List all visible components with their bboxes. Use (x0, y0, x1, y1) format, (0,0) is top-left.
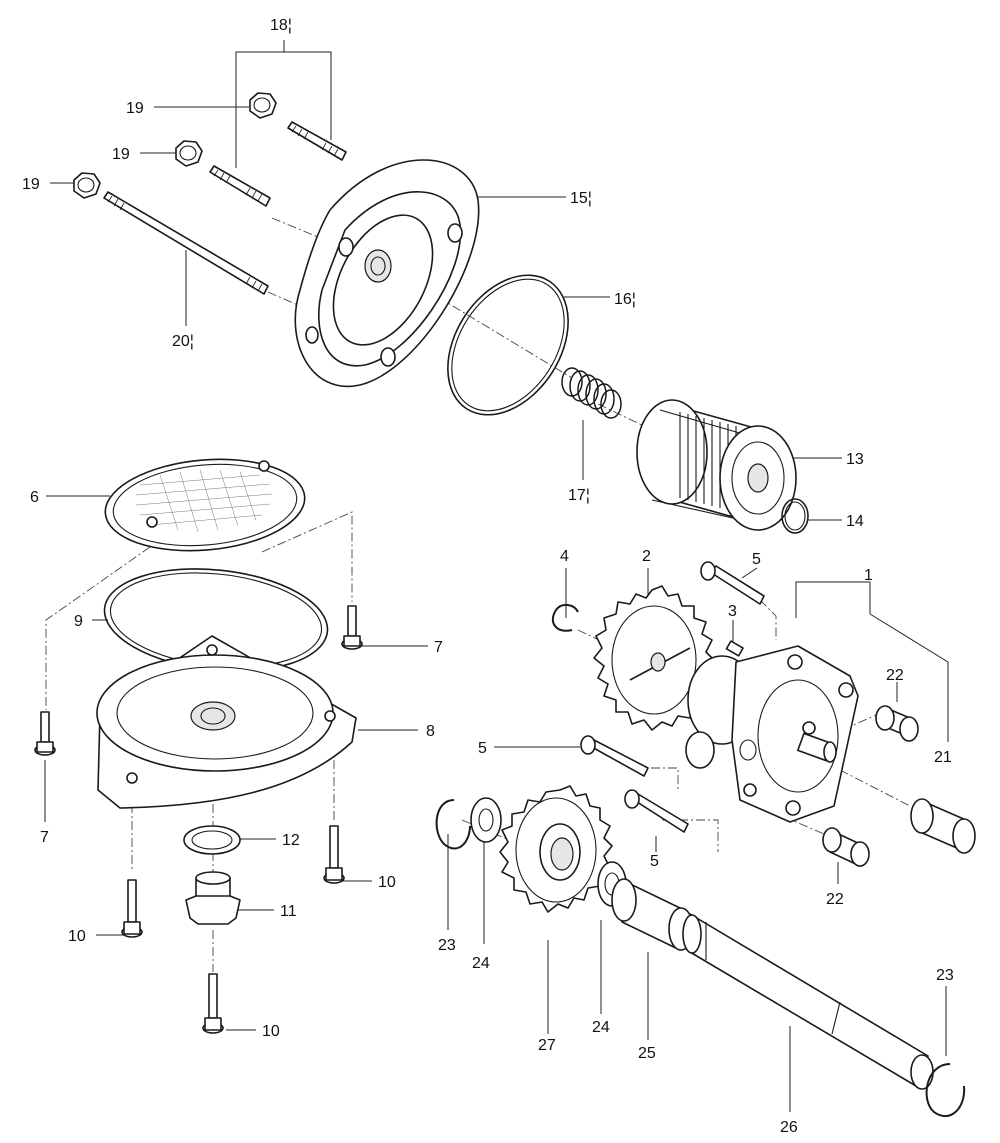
pump-body-1 (685, 645, 859, 823)
callout-labels: 18¦ 19 19 19 20¦ 15¦ 16¦ 17¦ 13 14 6 9 7… (22, 17, 954, 1136)
bushing-22-lower (822, 827, 870, 867)
callout-19-left: 19 (22, 176, 40, 193)
collar-25 (611, 878, 694, 951)
o-ring-14 (781, 498, 809, 534)
callout-25: 25 (638, 1045, 656, 1062)
callout-27: 27 (538, 1037, 556, 1054)
callout-15: 15¦ (570, 190, 592, 207)
screw-5-top (700, 561, 765, 605)
nut-19-top (249, 92, 277, 119)
drain-plug-11 (185, 871, 241, 925)
nut-19-left (73, 172, 101, 199)
callout-22-upper: 22 (886, 667, 904, 684)
nut-19-middle (175, 140, 203, 167)
sleeve-21 (910, 798, 976, 854)
stud-18-upper (287, 121, 347, 161)
callout-26: 26 (780, 1119, 798, 1136)
callout-7-right: 7 (434, 639, 443, 656)
callout-10-bottom: 10 (262, 1023, 280, 1040)
callout-5-top: 5 (752, 551, 761, 568)
callout-12: 12 (282, 832, 300, 849)
gear-27 (499, 785, 613, 913)
callout-5-middle-left: 5 (478, 740, 487, 757)
circlip-23-right (925, 1063, 966, 1118)
circlip-4 (551, 604, 579, 632)
circlip-23-left (435, 799, 471, 850)
callout-20: 20¦ (172, 333, 194, 350)
shaft-26 (682, 913, 934, 1090)
bolt-7-left (34, 711, 56, 756)
spring-17 (561, 367, 622, 419)
callout-6: 6 (30, 489, 39, 506)
callout-3: 3 (728, 603, 737, 620)
callout-17: 17¦ (568, 487, 590, 504)
gear-2 (593, 585, 715, 731)
callout-8: 8 (426, 723, 435, 740)
callout-2: 2 (642, 548, 651, 565)
bolt-7-right (341, 605, 363, 650)
callout-11: 11 (280, 903, 297, 920)
bushing-22-upper (875, 705, 919, 742)
strainer-screen-6 (104, 458, 306, 552)
bolt-10-left (121, 879, 143, 938)
callout-16: 16¦ (614, 291, 636, 308)
screw-5-middle-right (624, 789, 689, 833)
callout-18: 18¦ (270, 17, 292, 34)
oil-filter-13 (636, 399, 797, 531)
stud-18-lower (209, 165, 271, 207)
bolt-10-bottom (202, 973, 224, 1034)
cover-15 (294, 159, 480, 388)
callout-19-middle: 19 (112, 146, 130, 163)
callout-7-left: 7 (40, 829, 49, 846)
callout-10-left: 10 (68, 928, 86, 945)
callout-21: 21 (934, 749, 952, 766)
washer-12 (183, 825, 241, 855)
screw-5-middle-left (580, 735, 649, 777)
washer-24-left (470, 797, 502, 843)
bolt-10-right (323, 825, 345, 884)
o-ring-16 (447, 274, 569, 416)
callout-9: 9 (74, 613, 83, 630)
callout-23-left: 23 (438, 937, 456, 954)
stud-20 (103, 191, 269, 295)
callout-13: 13 (846, 451, 864, 468)
dowel-pin-3 (725, 640, 744, 657)
leader-lines (44, 40, 949, 1112)
callout-5-middle-right: 5 (650, 853, 659, 870)
cover-plate-8 (96, 635, 357, 809)
callout-24-left: 24 (472, 955, 490, 972)
callout-4: 4 (560, 548, 569, 565)
callout-22-lower: 22 (826, 891, 844, 908)
callout-24-right: 24 (592, 1019, 610, 1036)
callout-19-top: 19 (126, 100, 144, 117)
callout-23-right: 23 (936, 967, 954, 984)
callout-1: 1 (864, 567, 873, 584)
callout-14: 14 (846, 513, 864, 530)
callout-10-right: 10 (378, 874, 396, 891)
